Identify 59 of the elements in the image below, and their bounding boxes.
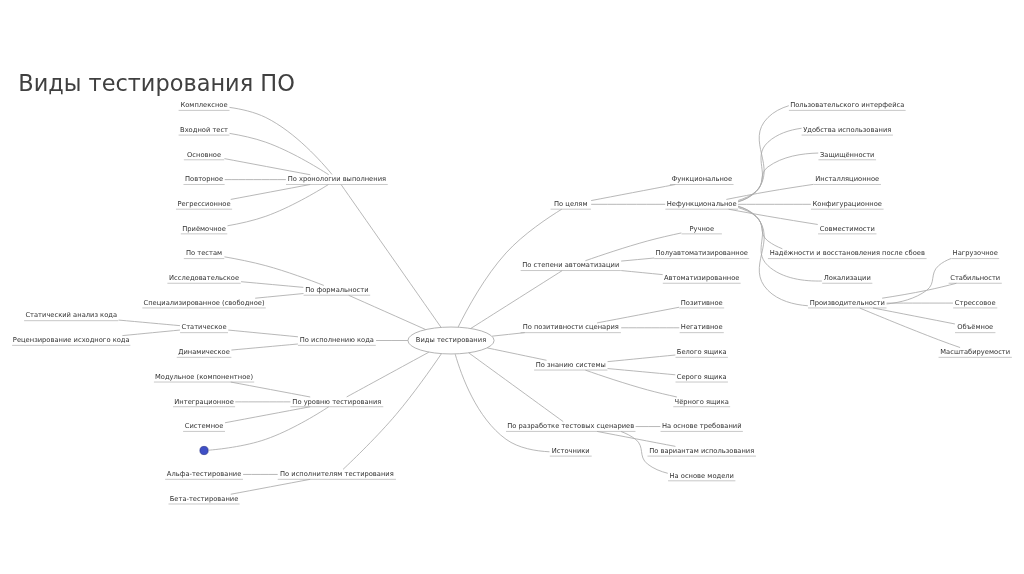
connector xyxy=(737,206,823,282)
connector xyxy=(240,281,304,288)
connector xyxy=(121,329,181,337)
connector xyxy=(590,184,676,201)
connector xyxy=(620,431,669,474)
diagram-title: Виды тестирования ПО xyxy=(18,69,295,96)
connector xyxy=(881,282,957,299)
connector xyxy=(486,347,547,361)
connector xyxy=(596,306,680,324)
connector xyxy=(607,368,676,376)
connector xyxy=(457,208,563,328)
connector xyxy=(207,406,330,451)
connector xyxy=(886,258,952,305)
connector xyxy=(224,158,311,176)
connector xyxy=(590,203,666,205)
connector xyxy=(737,205,809,307)
connector xyxy=(230,381,311,398)
connector xyxy=(254,293,304,299)
connector xyxy=(224,256,325,286)
connector xyxy=(728,208,819,225)
connector xyxy=(342,353,442,470)
connector xyxy=(470,270,563,329)
connector xyxy=(491,332,526,337)
connector xyxy=(737,203,812,205)
connector xyxy=(234,401,291,403)
connector xyxy=(230,478,311,495)
connector xyxy=(585,369,678,398)
connector xyxy=(737,152,819,201)
connector xyxy=(468,352,564,422)
connector xyxy=(585,232,682,262)
connector xyxy=(737,105,790,203)
connector xyxy=(230,184,311,200)
connector xyxy=(859,307,961,348)
connector xyxy=(229,107,333,175)
connector xyxy=(886,302,954,304)
connector xyxy=(230,343,299,351)
connector xyxy=(620,327,680,329)
connector xyxy=(242,474,279,475)
connector xyxy=(118,319,181,327)
connector xyxy=(340,184,442,328)
connector xyxy=(607,354,676,363)
connector xyxy=(227,184,329,227)
connector xyxy=(596,431,676,447)
connector xyxy=(725,183,814,200)
connector xyxy=(872,307,956,325)
connector xyxy=(454,353,550,453)
connector xyxy=(224,179,287,181)
connector xyxy=(227,329,299,338)
node-circle xyxy=(199,446,209,455)
connector xyxy=(737,207,783,250)
connector xyxy=(620,257,655,262)
connector xyxy=(224,406,311,424)
connector xyxy=(229,133,330,176)
connector xyxy=(635,426,661,427)
connector xyxy=(348,294,426,330)
connector xyxy=(346,351,430,398)
connector xyxy=(375,340,409,341)
connector xyxy=(620,270,664,276)
connector xyxy=(737,127,802,202)
